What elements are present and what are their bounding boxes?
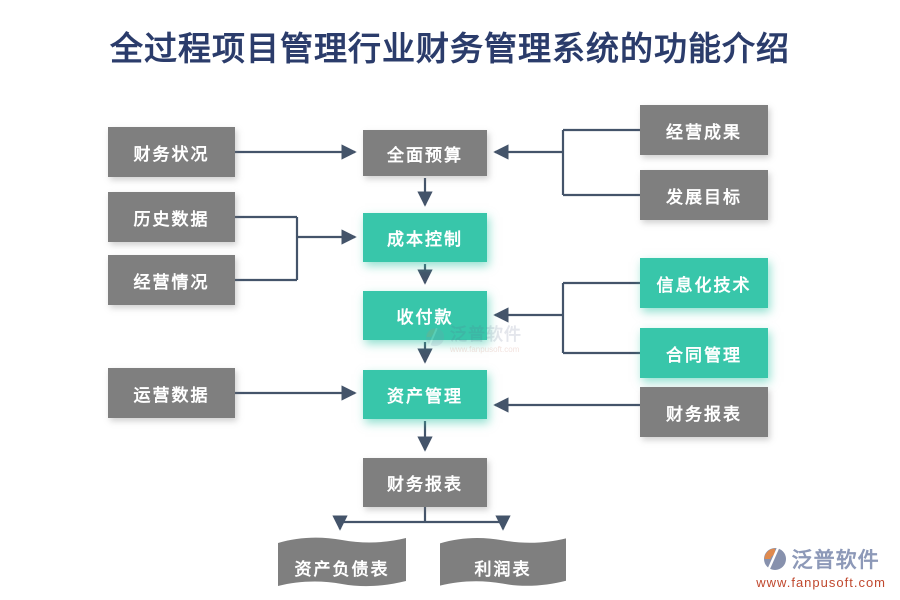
- wave-label: 利润表: [474, 559, 532, 579]
- wave-shape: [278, 537, 406, 587]
- node-historical-data: 历史数据: [108, 192, 235, 242]
- node-operation-data: 运营数据: [108, 368, 235, 418]
- node-profit-statement: 利润表: [440, 535, 566, 591]
- page-title: 全过程项目管理行业财务管理系统的功能介绍: [110, 30, 790, 67]
- logo-text: 泛普软件: [791, 549, 880, 572]
- fanpu-logo-icon: [763, 547, 786, 570]
- node-operating-condition: 经营情况: [108, 255, 235, 305]
- node-balance-sheet: 资产负债表: [278, 535, 406, 591]
- node-development-goals: 发展目标: [640, 170, 768, 220]
- node-contract-management: 合同管理: [640, 328, 768, 378]
- node-payment-collection: 收付款: [363, 291, 487, 340]
- node-financial-statements: 财务报表: [363, 458, 487, 507]
- wave-label: 资产负债表: [294, 559, 390, 579]
- fanpu-logo: 泛普软件 www.fanpusoft.com: [756, 544, 886, 590]
- node-information-technology: 信息化技术: [640, 258, 768, 308]
- node-comprehensive-budget: 全面预算: [363, 130, 487, 176]
- node-cost-control: 成本控制: [363, 213, 487, 262]
- node-financial-reports-right: 财务报表: [640, 387, 768, 437]
- node-business-results: 经营成果: [640, 105, 768, 155]
- wave-shape: [440, 537, 566, 586]
- node-financial-status: 财务状况: [108, 127, 235, 177]
- watermark-url: www.fanpusoft.com: [450, 345, 520, 354]
- node-asset-management: 资产管理: [363, 370, 487, 419]
- logo-url: www.fanpusoft.com: [756, 575, 886, 590]
